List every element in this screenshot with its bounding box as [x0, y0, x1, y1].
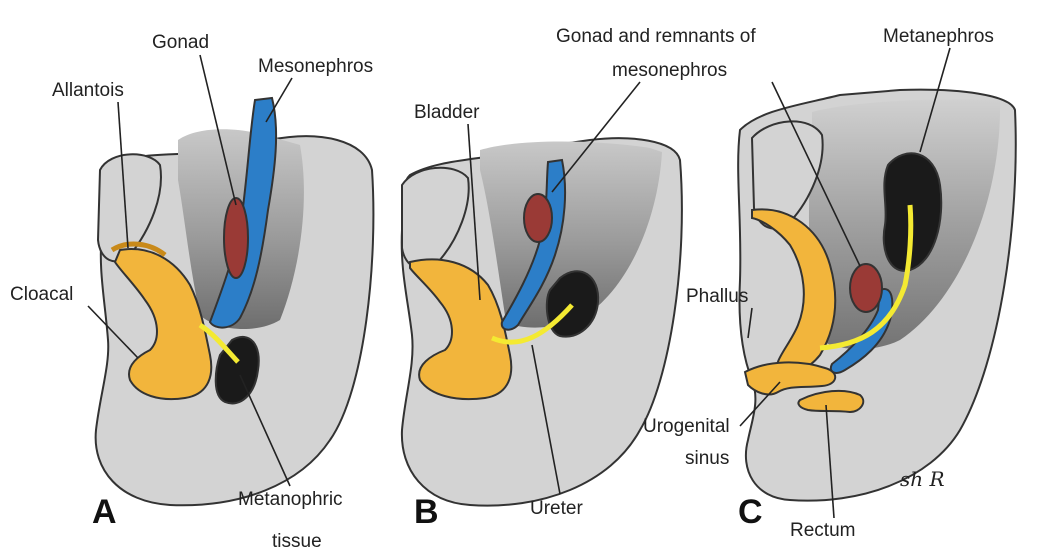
- panel-c: sh R Metanephros Phallus Urogenital sinu…: [643, 26, 1016, 541]
- gonad-b: [524, 194, 552, 242]
- label-bladder: Bladder: [414, 102, 480, 123]
- label-ureter: Ureter: [530, 498, 583, 519]
- label-gonad-a: Gonad: [152, 32, 209, 53]
- gonad-c: [850, 264, 882, 312]
- label-metanephric-tissue-line2: tissue: [272, 531, 322, 552]
- label-mesonephros-a: Mesonephros: [258, 56, 373, 77]
- label-gonad-remnants-line2: mesonephros: [612, 60, 727, 81]
- label-gonad-remnants-line1: Gonad and remnants of: [556, 26, 756, 47]
- label-rectum: Rectum: [790, 520, 855, 541]
- artist-signature: sh R: [900, 467, 945, 491]
- label-allantois: Allantois: [52, 80, 124, 101]
- panel-letter-c: C: [738, 493, 763, 531]
- panel-letter-b: B: [414, 493, 439, 531]
- label-urogenital-sinus-line1: Urogenital: [643, 416, 730, 437]
- label-cloaca: Cloacal: [10, 284, 73, 305]
- panel-a: Gonad Mesonephros Allantois Cloacal Meta…: [10, 32, 373, 552]
- label-metanephros: Metanephros: [883, 26, 994, 47]
- label-metanephric-tissue-line1: Metanophric: [238, 489, 343, 510]
- label-phallus: Phallus: [686, 286, 748, 307]
- label-urogenital-sinus-line2: sinus: [685, 448, 729, 469]
- panel-letter-a: A: [92, 493, 117, 531]
- gonad-a: [224, 198, 248, 278]
